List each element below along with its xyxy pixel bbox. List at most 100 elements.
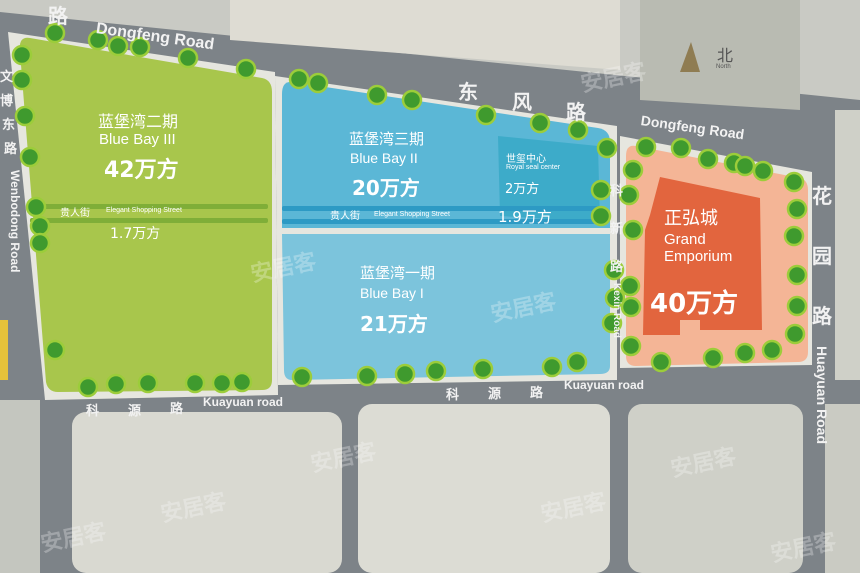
tree-icon [618,184,640,206]
kuayuan-cn-right-1: 科 [446,388,460,403]
tree-icon [566,351,588,373]
bluebay1-block [282,234,610,380]
tree-icon [137,372,159,394]
tree-icon [291,366,313,388]
bluebay3-block [19,37,273,393]
street-right-en: Elegant Shopping Street [374,211,450,218]
kuayuan-en-left: Kuayuan road [203,395,284,409]
street-left-en: Elegant Shopping Street [106,207,182,214]
street-lane-west [30,218,268,223]
grand-en1: Grand [664,231,706,248]
huayuan-cn-1: 花 [812,184,832,208]
tree-icon [567,119,589,141]
dongfeng-road-cn-2: 风 [512,90,532,114]
tree-icon [177,47,199,69]
royal-en: Royal seal center [506,164,561,171]
grand-en2: Emporium [664,248,733,265]
south-block-3 [628,404,803,573]
tree-icon [702,347,724,369]
kuayuan-cn-right-2: 源 [488,387,502,402]
tree-icon [475,104,497,126]
kuayuan-cn-left-2: 源 [128,404,142,419]
kexin-en: Kexin Road [611,283,622,339]
grand-cn: 正弘城 [664,208,718,229]
tree-icon [670,137,692,159]
tree-icon [734,342,756,364]
compass-en: North [716,64,731,70]
south-block-1 [72,412,342,573]
bluebay2-en: Blue Bay II [350,150,418,166]
wenbodong-cn-1: 文 [0,70,14,85]
tree-icon [394,363,416,385]
south-block-4 [825,404,860,573]
dongfeng-road-cn-top: 路 [48,4,68,28]
tree-icon [697,148,719,170]
tree-icon [604,287,626,309]
tree-icon [786,295,808,317]
tree-icon [622,159,644,181]
tree-icon [401,89,423,111]
kuayuan-cn-left-1: 科 [86,404,100,419]
grand-building [643,177,762,335]
tree-icon [11,44,33,66]
royal-cn: 世玺中心 [506,154,546,165]
street-left-area: 1.7万方 [110,226,161,242]
tree-icon [44,22,66,44]
bluebay3-en: Blue Bay III [99,131,176,148]
tree-icon [288,68,310,90]
huayuan-cn-3: 路 [812,304,832,328]
tree-icon [529,112,551,134]
north-east-block [640,0,800,110]
tree-icon [752,160,774,182]
royal-block [498,136,600,222]
tree-icon [307,72,329,94]
tree-icon [590,179,612,201]
tree-icon [366,84,388,106]
north-arrow-icon [680,42,700,72]
south-block-2 [358,404,610,573]
tree-icon [184,372,206,394]
tree-icon [635,136,657,158]
tree-icon [650,351,672,373]
street-lane-east [282,219,604,224]
tree-icon [786,264,808,286]
north-block [230,0,620,70]
bluebay1-cn: 蓝堡湾一期 [360,264,436,282]
tree-icon [235,58,257,80]
south-west-block [0,400,40,573]
tree-icon [603,259,625,281]
kuayuan-en-right: Kuayuan road [564,378,645,392]
tree-icon [784,323,806,345]
royal-area: 2万方 [505,182,540,197]
tree-icon [356,365,378,387]
kexin-cn-1: 科 [610,184,624,199]
tree-icon [107,35,129,57]
huayuan-en: Huayuan Road [814,346,830,445]
tree-icon [590,205,612,227]
bluebay3-area: 42万方 [104,158,179,183]
tree-icon [601,312,623,334]
tree-icon [761,339,783,361]
tree-icon [129,36,151,58]
street-right-cn: 贵人街 [330,211,360,222]
kexin-cn-3: 路 [610,260,624,275]
dongfeng-road-cn-1: 东 [458,80,478,104]
tree-icon [14,105,36,127]
tree-icon [77,376,99,398]
street-lane-west [30,204,268,209]
tree-icon [11,69,33,91]
tree-icon [619,275,641,297]
tree-icon [620,335,642,357]
bluebay2-cn: 蓝堡湾三期 [349,130,425,148]
tree-icon [87,29,109,51]
tree-icon [472,358,494,380]
tree-icon [734,155,756,177]
huayuan-cn-2: 园 [812,244,832,268]
bluebay3-cn: 蓝堡湾二期 [98,112,179,131]
tree-icon [29,215,51,237]
tree-icon [620,296,642,318]
tree-icon [783,225,805,247]
tree-icon [19,146,41,168]
